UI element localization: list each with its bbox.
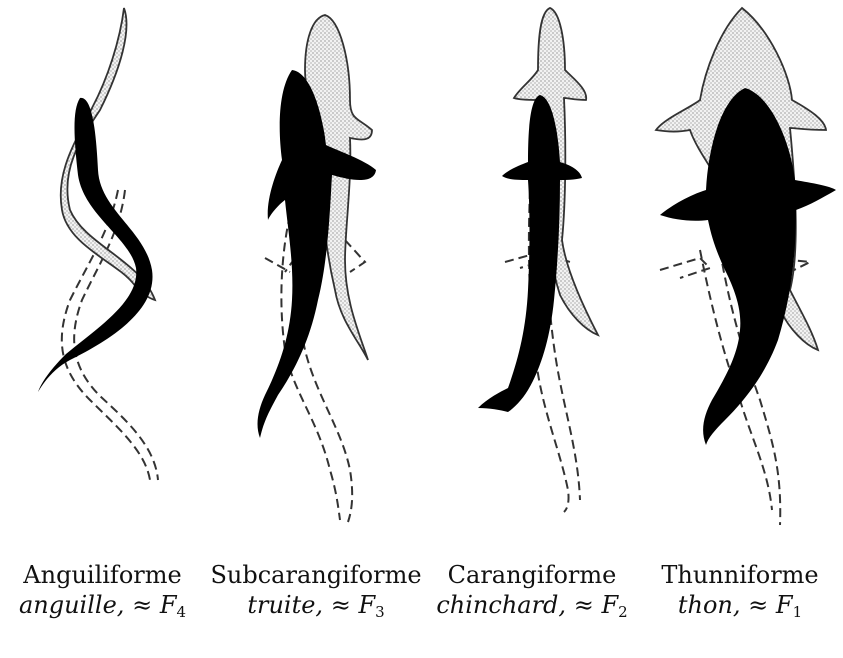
force-index: 1 xyxy=(793,603,803,621)
force-symbol: F xyxy=(776,591,793,619)
caption-species: anguille, xyxy=(19,591,124,619)
force-index: 3 xyxy=(375,603,385,621)
caption-species: truite, xyxy=(247,591,323,619)
caption-species: thon, xyxy=(678,591,741,619)
eel-drawing xyxy=(38,8,158,480)
approx-symbol: ≈ xyxy=(748,591,768,619)
caption-name: Anguiliforme xyxy=(0,560,205,590)
horse-mackerel-drawing xyxy=(478,8,598,512)
force-symbol: F xyxy=(160,591,177,619)
approx-symbol: ≈ xyxy=(331,591,351,619)
approx-symbol: ≈ xyxy=(574,591,594,619)
fish-drawings xyxy=(0,0,843,540)
caption-species: chinchard, xyxy=(436,591,566,619)
force-symbol: F xyxy=(358,591,375,619)
caption-species-line: anguille, ≈ F4 xyxy=(0,590,205,627)
caption-name: Carangiforme xyxy=(427,560,637,590)
caption-carangiforme: Carangiforme chinchard, ≈ F2 xyxy=(427,560,637,627)
force-symbol: F xyxy=(601,591,618,619)
caption-thunniforme: Thunniforme thon, ≈ F1 xyxy=(637,560,843,627)
force-index: 4 xyxy=(176,603,186,621)
caption-species-line: truite, ≈ F3 xyxy=(205,590,427,627)
caption-species-line: chinchard, ≈ F2 xyxy=(427,590,637,627)
approx-symbol: ≈ xyxy=(132,591,152,619)
tuna-drawing xyxy=(656,8,836,525)
caption-subcarangiforme: Subcarangiforme truite, ≈ F3 xyxy=(205,560,427,627)
horse-mackerel-black-body xyxy=(478,95,582,412)
caption-name: Subcarangiforme xyxy=(205,560,427,590)
tuna-black-body xyxy=(660,88,836,445)
caption-name: Thunniforme xyxy=(637,560,843,590)
caption-anguilliforme: Anguiliforme anguille, ≈ F4 xyxy=(0,560,205,627)
force-index: 2 xyxy=(618,603,628,621)
trout-drawing xyxy=(258,15,376,522)
caption-species-line: thon, ≈ F1 xyxy=(637,590,843,627)
